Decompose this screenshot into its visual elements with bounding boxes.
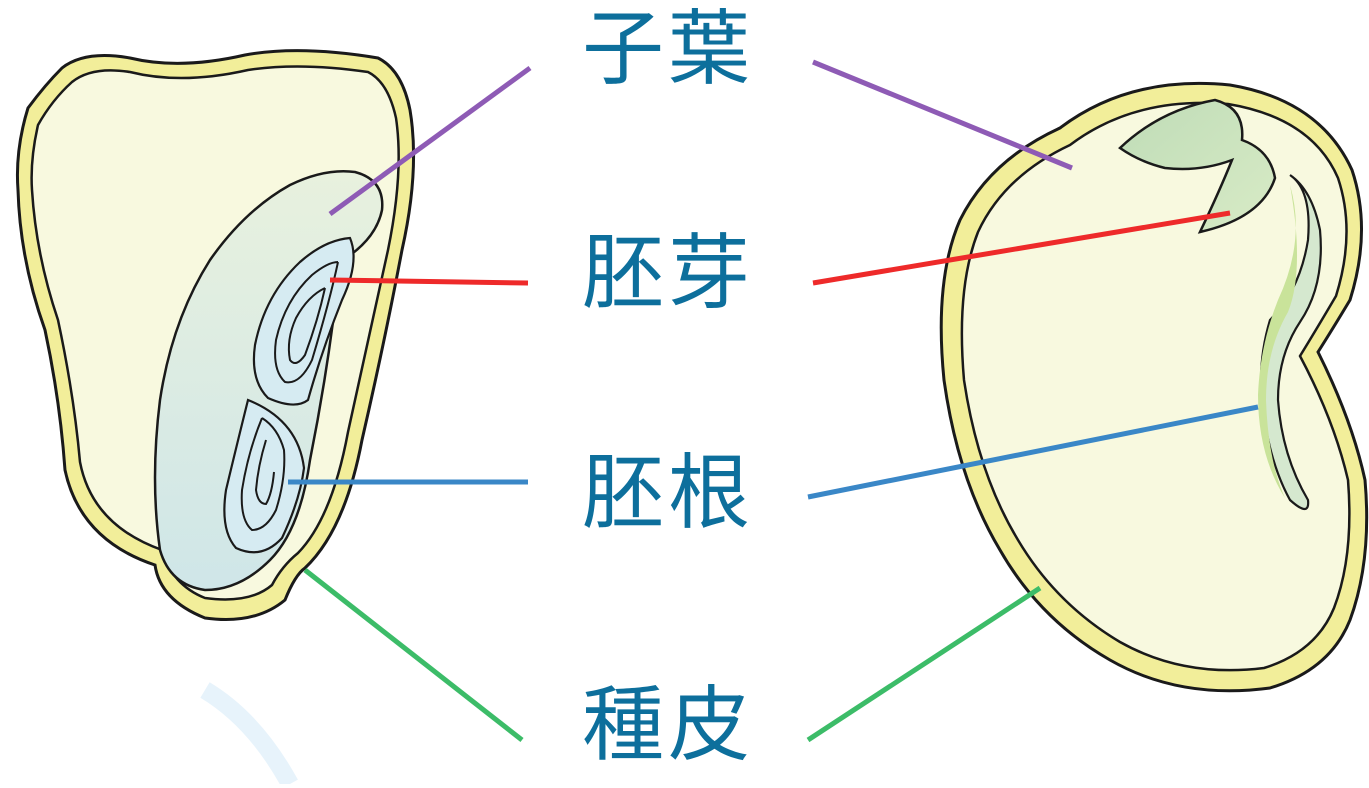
plumule-label: 胚芽 — [581, 226, 754, 321]
plumule-line-left — [329, 277, 529, 286]
cotyledon-label: 子葉 — [581, 2, 754, 97]
left-plumule-layer — [274, 261, 339, 384]
left-seed — [15, 49, 416, 622]
seed-coat-label: 種皮 — [581, 678, 754, 773]
background-arc — [200, 682, 298, 788]
cotyledon-line-right — [812, 59, 1073, 171]
right-seed — [939, 81, 1369, 693]
radicle-line-right — [807, 404, 1259, 500]
plumule-line-right — [812, 210, 1231, 286]
left-plumule-layer — [287, 287, 326, 365]
seed-coat-line-right — [806, 585, 1042, 743]
right-seed-interior — [960, 101, 1351, 672]
seed-coat-line-left — [303, 568, 524, 742]
cotyledon-line-left — [328, 65, 532, 217]
right-plumule — [1118, 98, 1277, 234]
right-radicle-fill — [1258, 185, 1298, 498]
radicle-label: 胚根 — [581, 446, 754, 541]
left-radicle-layer — [254, 439, 275, 506]
leader-lines — [288, 59, 1259, 743]
left-plumule — [252, 236, 355, 406]
left-radicle-layer — [240, 417, 286, 532]
